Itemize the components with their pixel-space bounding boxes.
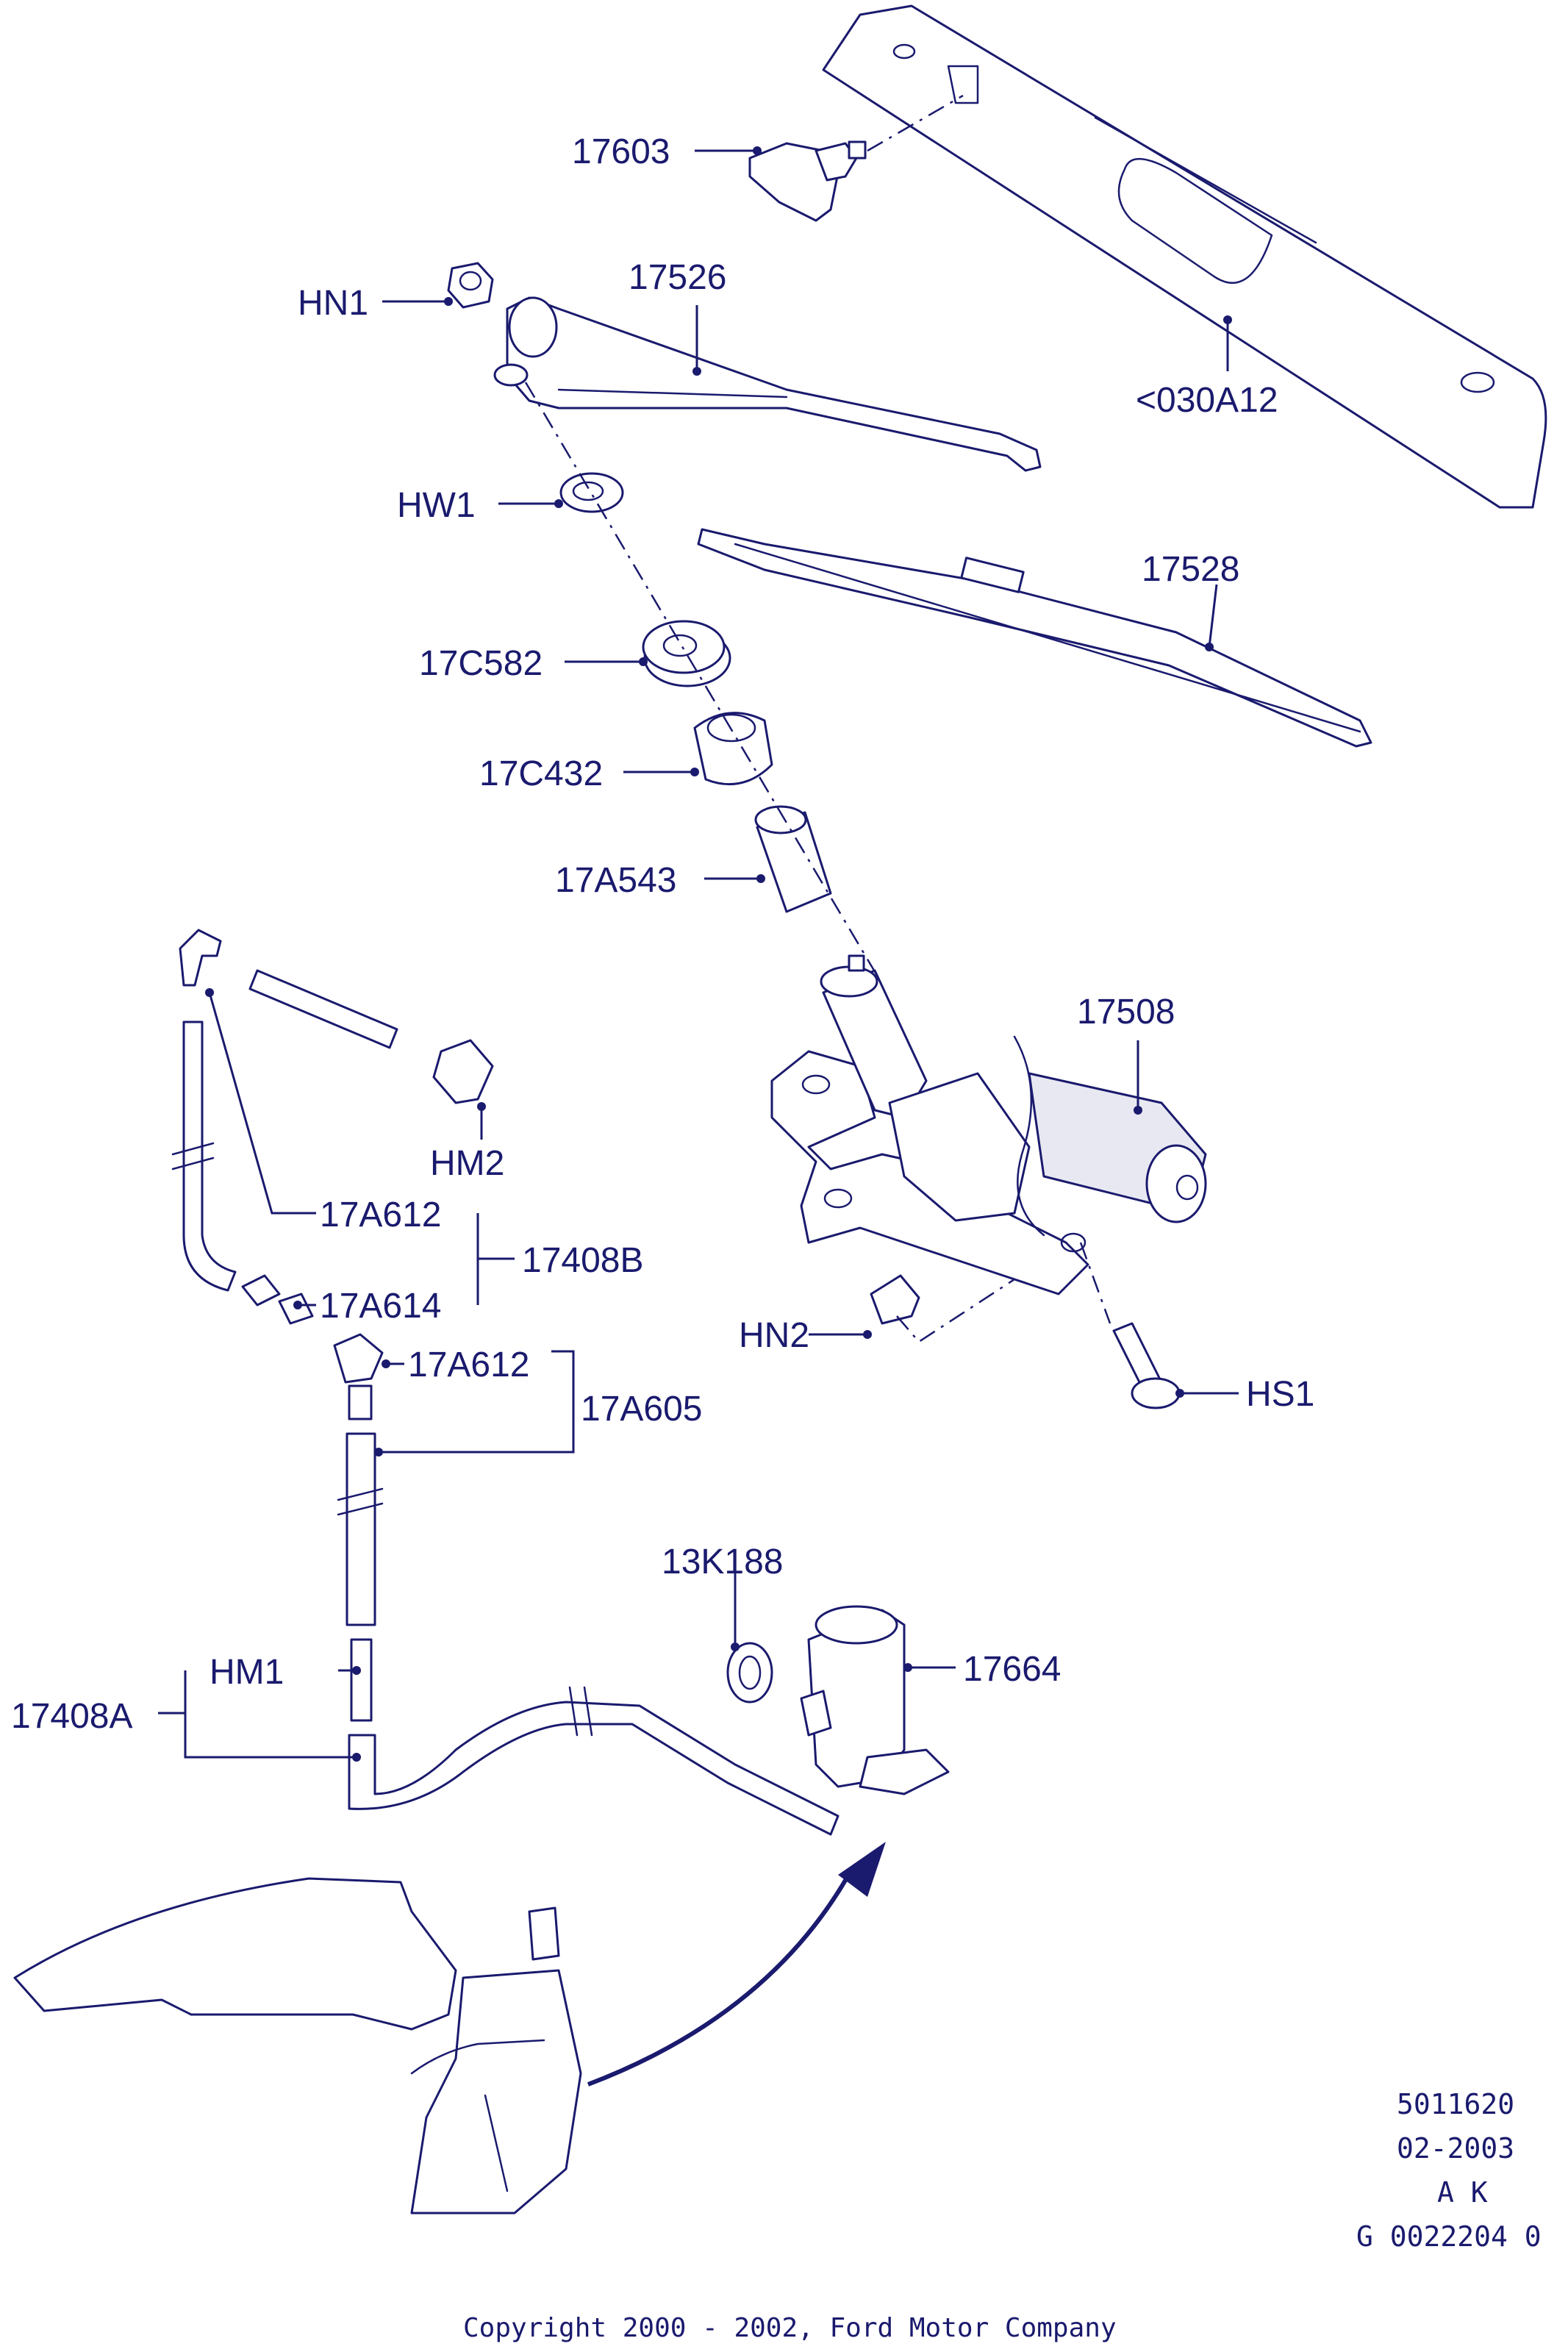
wiper-blade — [697, 528, 1372, 748]
bolt-hs1 — [1112, 1322, 1181, 1409]
label-17528: 17528 — [1142, 550, 1239, 589]
label-17603: 17603 — [572, 132, 670, 171]
washer-pump — [800, 1605, 950, 1795]
grommet-13k188 — [726, 1642, 773, 1704]
washer-jet — [748, 140, 867, 222]
nut-hn2 — [870, 1274, 920, 1325]
leaders — [158, 146, 1239, 1762]
washer-hw1 — [559, 472, 624, 513]
wiper-motor — [770, 954, 1207, 1295]
label-13k188: 13K188 — [662, 1543, 784, 1581]
label-hn1: HN1 — [298, 284, 368, 323]
grommet-17c582 — [642, 620, 731, 687]
label-17c432: 17C432 — [479, 754, 603, 793]
diagram-ref: 5011620 — [1397, 2088, 1514, 2120]
copyright: Copyright 2000 - 2002, Ford Motor Compan… — [463, 2313, 1117, 2343]
label-17526: 17526 — [629, 258, 726, 297]
label-17a614: 17A614 — [320, 1287, 442, 1326]
diagram-date: 02-2003 — [1397, 2132, 1514, 2165]
hose-17408b — [171, 929, 494, 1325]
label-030a12: <030A12 — [1136, 381, 1278, 420]
hs1-axis — [1079, 1242, 1111, 1324]
wiper-arm — [493, 296, 1042, 472]
washer-reservoir — [13, 1877, 582, 2215]
label-hw1: HW1 — [397, 486, 476, 525]
label-17664: 17664 — [963, 1650, 1061, 1689]
diagram-initials: A K — [1437, 2176, 1488, 2209]
label-17a605: 17A605 — [581, 1390, 703, 1429]
hose-17408a — [348, 1638, 840, 1836]
label-17c582: 17C582 — [419, 644, 543, 683]
assembly-axis — [524, 382, 880, 979]
label-17408b: 17408B — [522, 1241, 644, 1280]
assembly-arrow — [587, 1842, 886, 2087]
label-hn2: HN2 — [739, 1316, 809, 1355]
hose-17a605 — [333, 1333, 384, 1626]
label-17a612-lower: 17A612 — [408, 1345, 530, 1384]
label-hs1: HS1 — [1246, 1375, 1314, 1414]
label-17a612-upper: 17A612 — [320, 1195, 442, 1234]
nut-hn1 — [447, 262, 494, 309]
label-17408a: 17408A — [11, 1697, 133, 1736]
label-17a543: 17A543 — [555, 861, 677, 900]
label-hm2: HM2 — [430, 1144, 504, 1183]
diagram-code: G 0022204 0 — [1356, 2220, 1542, 2253]
grommet-17c432 — [693, 712, 773, 786]
label-hm1: HM1 — [210, 1653, 284, 1692]
label-17508: 17508 — [1077, 993, 1175, 1032]
spacer-17a543 — [754, 805, 832, 913]
hn2-axis — [896, 1278, 1015, 1343]
tailgate-panel — [822, 4, 1547, 509]
